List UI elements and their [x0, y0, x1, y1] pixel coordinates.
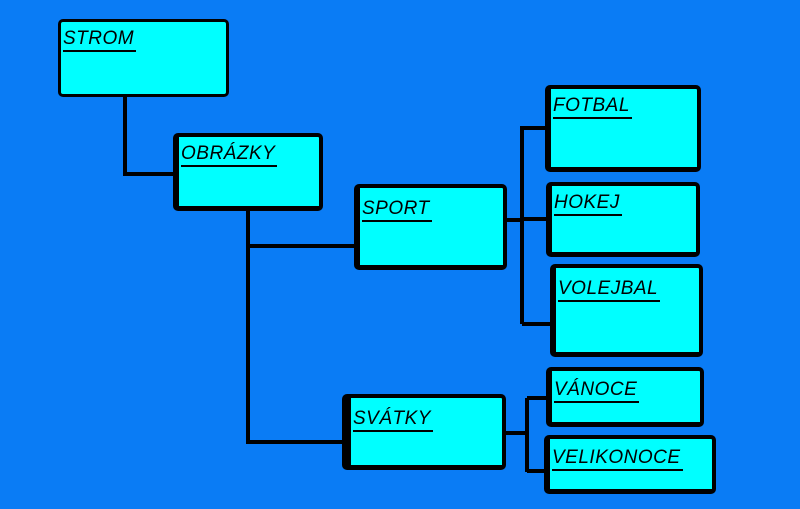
node-label: VOLEJBAL: [558, 278, 661, 302]
node-sport[interactable]: SPORT: [354, 184, 507, 270]
line-obrazky-trunk: [246, 211, 344, 444]
node-strom[interactable]: STROM: [58, 19, 229, 97]
node-label: VÁNOCE: [554, 379, 640, 403]
node-label: SVÁTKY: [353, 408, 433, 432]
node-label: FOTBAL: [553, 95, 632, 119]
node-hokej[interactable]: HOKEJ: [546, 182, 700, 257]
node-label: VELIKONOCE: [552, 447, 683, 471]
node-vanoce[interactable]: VÁNOCE: [546, 367, 704, 427]
node-label: OBRÁZKY: [181, 143, 278, 167]
node-label: HOKEJ: [554, 192, 622, 216]
node-label: STROM: [63, 28, 137, 52]
node-fotbal[interactable]: FOTBAL: [545, 85, 701, 172]
node-obrazky[interactable]: OBRÁZKY: [173, 133, 323, 211]
node-label: SPORT: [362, 198, 432, 222]
node-svatky[interactable]: SVÁTKY: [342, 394, 506, 470]
node-volejbal[interactable]: VOLEJBAL: [550, 264, 703, 357]
line-strom-obrazky: [123, 97, 175, 176]
node-velikonoce[interactable]: VELIKONOCE: [544, 435, 716, 494]
